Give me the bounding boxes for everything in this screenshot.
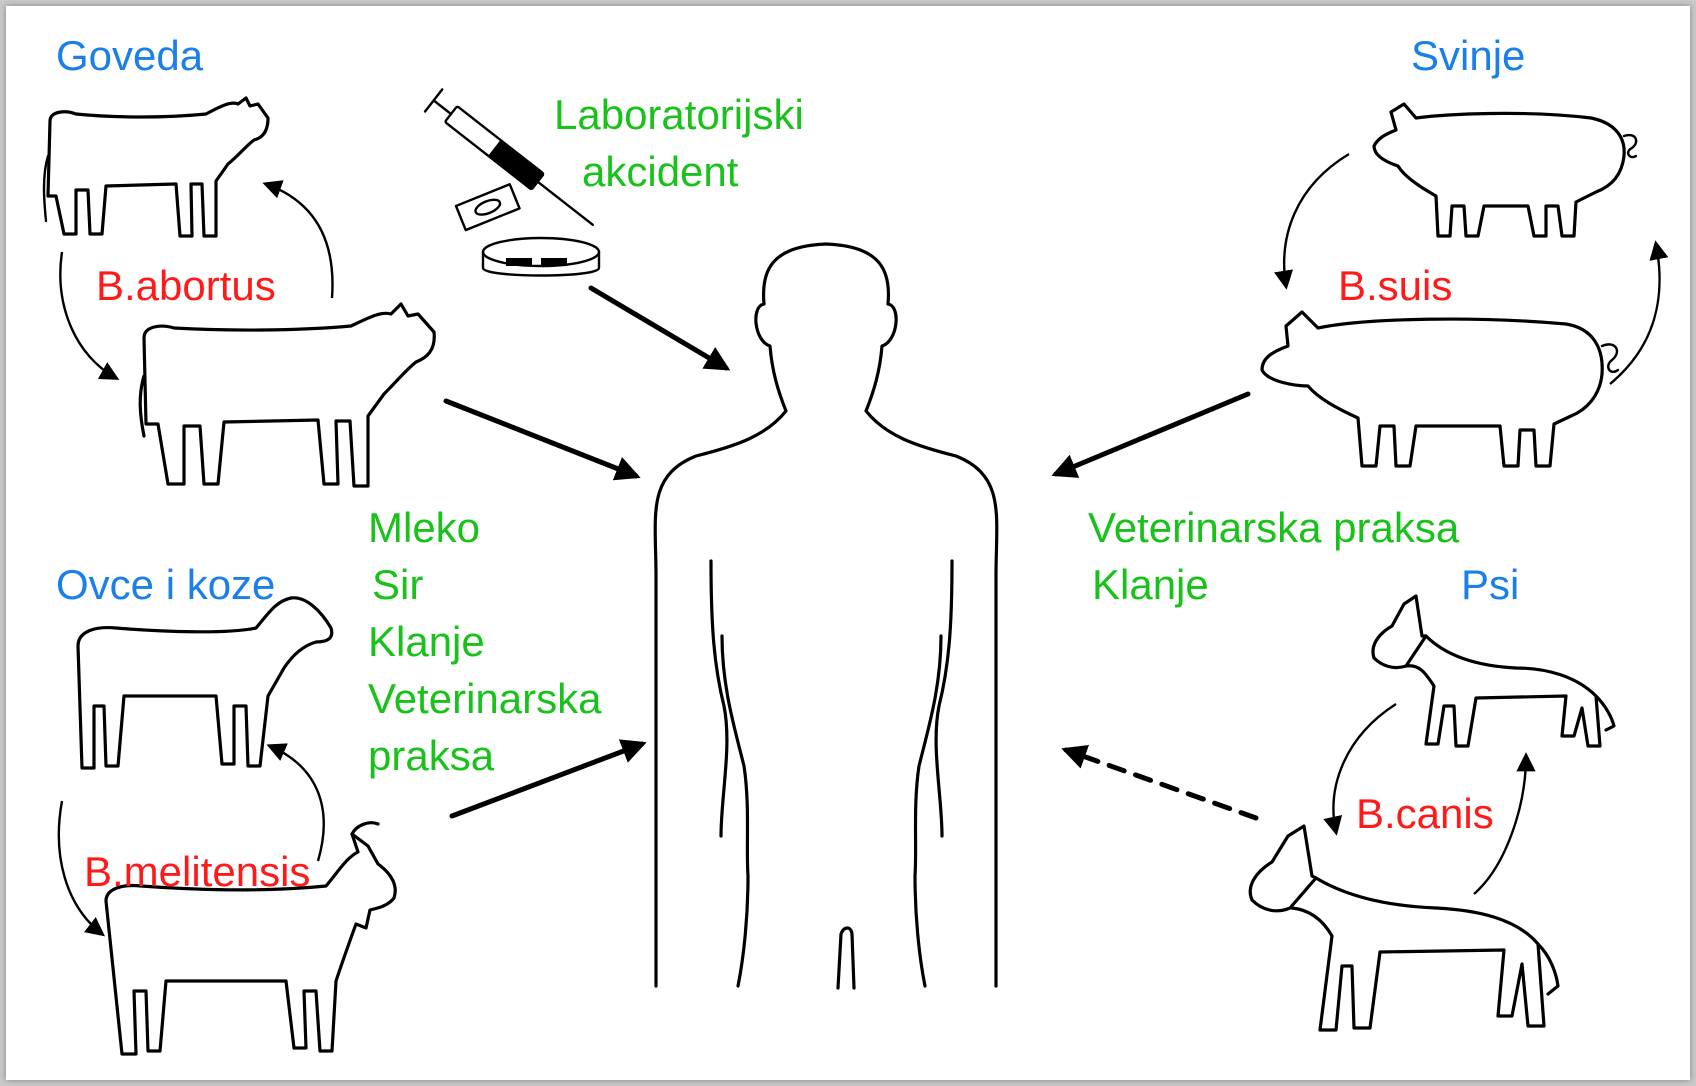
cycle-arrow-pig-up (1610, 244, 1660, 384)
slide-icon (456, 184, 520, 230)
host-label-sheep-goats: Ovce i koze (56, 561, 275, 608)
cow-icon (44, 98, 268, 236)
sheep-icon (78, 598, 332, 768)
transmission-arrows (446, 288, 1256, 818)
species-label-suis: B.suis (1338, 262, 1452, 309)
route-lab-line-1: Laboratorijski (554, 91, 804, 138)
host-label-dogs: Psi (1461, 561, 1519, 608)
labels: Goveda Ovce i koze Svinje Psi B.abortus … (56, 32, 1525, 895)
species-label-canis: B.canis (1356, 790, 1494, 837)
pig-icon (1262, 312, 1618, 466)
species-label-melitensis: B.melitensis (84, 848, 310, 895)
route-food-line-3: Klanje (368, 618, 485, 665)
route-occupational-line-1: Veterinarska praksa (1088, 504, 1460, 551)
route-food-line-4: Veterinarska (368, 675, 602, 722)
arrow-cattle-to-human (446, 401, 636, 476)
dog-icon (1373, 596, 1614, 746)
route-lab-line-2: akcident (582, 148, 739, 195)
route-food-line-2: Sir (372, 561, 423, 608)
dog-icon (1250, 826, 1558, 1030)
cycle-arrow-cattle-up (266, 184, 332, 298)
host-label-cattle: Goveda (56, 32, 204, 79)
arrow-lab-to-human (591, 288, 726, 368)
route-occupational-line-2: Klanje (1092, 561, 1209, 608)
cycle-arrow-goat-up (270, 746, 324, 861)
route-food-line-5: praksa (368, 732, 495, 779)
route-food-line-1: Mleko (368, 504, 480, 551)
arrow-dogs-to-human (1066, 750, 1256, 818)
pig-icon (1374, 104, 1636, 236)
cow-icon (140, 304, 434, 486)
species-label-abortus: B.abortus (96, 262, 276, 309)
host-label-pigs: Svinje (1411, 32, 1525, 79)
arrow-pigs-to-human (1056, 394, 1248, 474)
diagram-canvas: Goveda Ovce i koze Svinje Psi B.abortus … (6, 6, 1690, 1080)
brucellosis-transmission-diagram: Goveda Ovce i koze Svinje Psi B.abortus … (6, 6, 1690, 1080)
petri-dish-icon (483, 238, 599, 276)
